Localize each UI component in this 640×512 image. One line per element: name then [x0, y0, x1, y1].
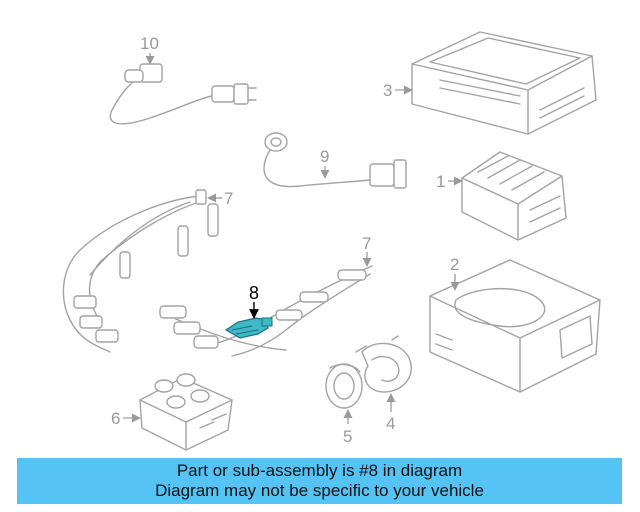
- callout-2: 2: [450, 255, 459, 274]
- ignition-wire-harness-upper: [62, 189, 219, 353]
- control-module-part: [411, 31, 597, 135]
- callout-1: 1: [436, 172, 445, 191]
- callout-4: 4: [386, 414, 395, 433]
- callout-7-upper: 7: [224, 189, 233, 208]
- banner-line-2: Diagram may not be specific to your vehi…: [155, 481, 484, 500]
- bracket-part: [355, 335, 412, 393]
- ignition-coil-part: [139, 373, 233, 451]
- callout-5: 5: [343, 427, 352, 446]
- damper-part: [325, 363, 363, 409]
- callout-8: 8: [249, 283, 259, 303]
- info-banner: Part or sub-assembly is #8 in diagram Di…: [17, 458, 622, 504]
- crankshaft-sensor-part: [109, 63, 257, 125]
- callout-7-lower: 7: [362, 234, 371, 253]
- parts-diagram: 10 3 9 1 7: [62, 31, 601, 451]
- knock-sensor-part: [263, 132, 407, 189]
- callout-6: 6: [111, 409, 120, 428]
- ignition-wire-harness-lower: [159, 265, 373, 357]
- relay-module-part: [461, 151, 567, 241]
- callout-3: 3: [383, 81, 392, 100]
- callout-9: 9: [320, 147, 329, 166]
- callout-10: 10: [140, 34, 159, 53]
- spark-plug-highlighted-part: [224, 317, 273, 339]
- banner-line-1: Part or sub-assembly is #8 in diagram: [176, 461, 463, 480]
- engine-tray-part: [429, 259, 601, 393]
